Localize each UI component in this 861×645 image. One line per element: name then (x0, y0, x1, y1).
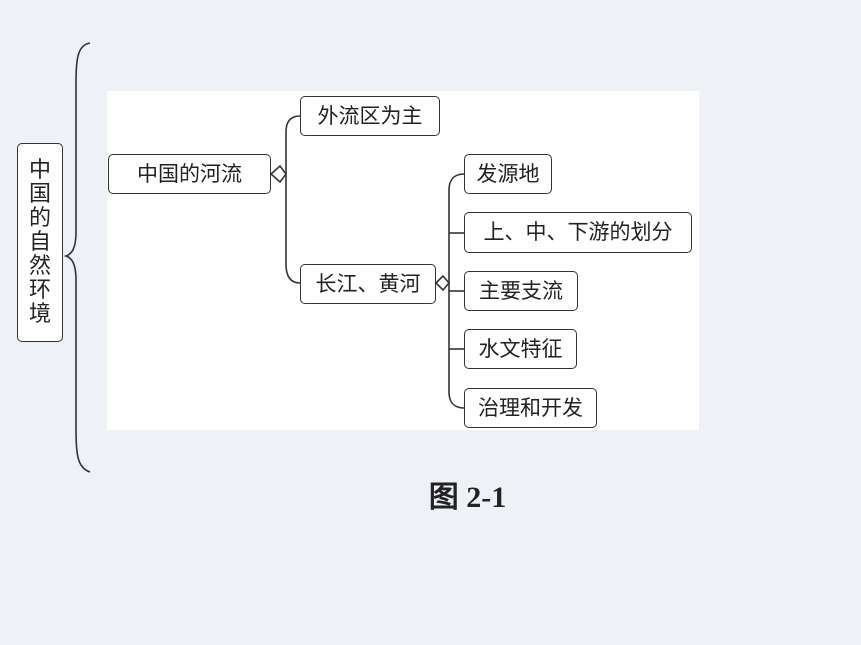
root-topic-box: 中国的自然环境 (17, 143, 63, 342)
node-outflow: 外流区为主 (300, 96, 440, 136)
branch-connector-rivers (434, 274, 451, 292)
root-topic-char: 自 (28, 229, 51, 255)
root-topic-char: 境 (28, 301, 51, 327)
node-tributaries: 主要支流 (464, 271, 578, 311)
root-topic-char: 的 (28, 205, 51, 231)
branch-connector-main (269, 164, 287, 184)
root-topic-char: 然 (28, 253, 51, 279)
node-management: 治理和开发 (464, 388, 597, 428)
root-topic-char: 环 (28, 277, 51, 303)
node-source: 发源地 (464, 154, 552, 194)
node-main: 中国的河流 (108, 154, 271, 194)
root-topic-char: 国 (28, 181, 51, 207)
figure-caption: 图 2-1 (428, 481, 507, 514)
node-hydrology: 水文特征 (464, 329, 577, 369)
node-reaches: 上、中、下游的划分 (464, 212, 692, 253)
node-rivers: 长江、黄河 (300, 264, 436, 304)
root-topic-char: 中 (28, 157, 51, 183)
diagram-panel (107, 91, 699, 430)
